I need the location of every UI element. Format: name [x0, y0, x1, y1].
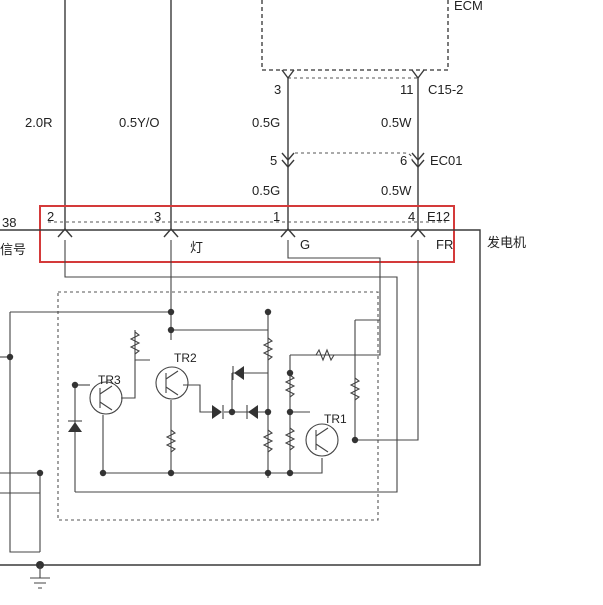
terminal-lamp: 灯 — [190, 240, 203, 255]
resistor-r8 — [315, 348, 335, 362]
tr2-label: TR2 — [174, 351, 197, 365]
resistor-r3 — [262, 337, 274, 361]
resistor-r4 — [262, 429, 274, 453]
resistor-r6 — [284, 427, 296, 451]
connector-e12: 2 3 1 4 E12 灯 G FR — [39, 205, 455, 263]
zener-diode-2 — [212, 405, 224, 419]
ec01-label: EC01 — [430, 153, 463, 168]
resistors — [129, 331, 361, 453]
left-edge-text: 信号 — [0, 242, 26, 257]
zener-diode-3 — [246, 405, 258, 419]
e12-pin-3: 3 — [154, 209, 161, 224]
zener-diode-1 — [232, 366, 244, 380]
wire-label-0-5w-lower: 0.5W — [381, 183, 412, 198]
ground-icon — [30, 565, 50, 589]
wire-label-0-5g-lower: 0.5G — [252, 183, 280, 198]
transistor-tr1: TR1 — [305, 412, 347, 457]
terminal-fr: FR — [436, 237, 453, 252]
left-edge-number: 38 — [2, 215, 16, 230]
resistor-r2 — [165, 429, 177, 453]
zener-diode-4 — [68, 420, 82, 432]
wire-label-2-0r: 2.0R — [25, 115, 52, 130]
regulator-box — [57, 291, 379, 521]
e12-pin-2: 2 — [47, 209, 54, 224]
c15-pin-11: 11 — [400, 82, 414, 97]
connector-c15-2: 3 11 C15-2 — [274, 69, 463, 97]
e12-pin-1: 1 — [273, 209, 280, 224]
harness-wires — [64, 0, 419, 230]
ec01-pin-5: 5 — [270, 153, 277, 168]
c15-pin-3: 3 — [274, 82, 281, 97]
generator-boundary — [0, 229, 481, 566]
tr3-label: TR3 — [98, 373, 121, 387]
connector-ec01: 5 6 EC01 — [270, 152, 463, 169]
junction-dots — [6, 308, 359, 569]
wire-label-0-5g-upper: 0.5G — [252, 115, 280, 130]
regulator-circuit — [74, 312, 380, 492]
transistor-tr2: TR2 — [155, 351, 197, 400]
ecm-box: ECM — [261, 0, 483, 71]
ecm-label: ECM — [454, 0, 483, 13]
e12-highlight-box — [39, 205, 455, 263]
resistor-r1 — [129, 331, 141, 355]
e12-pin-4: 4 — [408, 209, 415, 224]
resistor-r7 — [349, 377, 361, 401]
wire-label-0-5yo: 0.5Y/O — [119, 115, 159, 130]
tr1-label: TR1 — [324, 412, 347, 426]
diodes — [68, 366, 258, 432]
resistor-r5 — [284, 374, 296, 398]
e12-label: E12 — [427, 209, 450, 224]
generator-label: 发电机 — [487, 235, 526, 250]
internal-wires — [0, 240, 419, 553]
terminal-g: G — [300, 237, 310, 252]
c15-label: C15-2 — [428, 82, 463, 97]
transistor-tr3: TR3 — [89, 373, 123, 415]
ec01-pin-6: 6 — [400, 153, 407, 168]
wire-label-0-5w-upper: 0.5W — [381, 115, 412, 130]
